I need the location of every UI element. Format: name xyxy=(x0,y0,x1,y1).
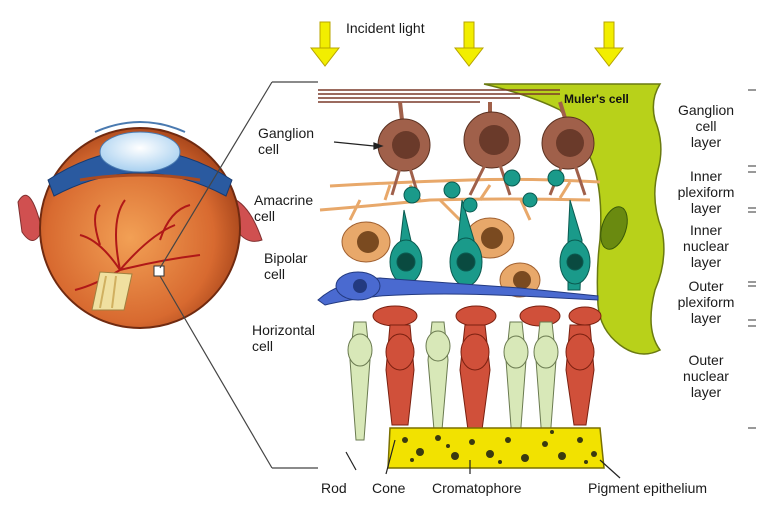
cone-label: Cone xyxy=(372,480,405,496)
pigment-epithelium xyxy=(388,428,604,468)
bipolar-cell-label: Bipolar cell xyxy=(264,250,308,282)
incident-light-label: Incident light xyxy=(346,20,425,36)
down-arrow-icon xyxy=(595,22,623,66)
cromatophore-label: Cromatophore xyxy=(432,480,522,496)
horizontal-cell-label: Horizontal cell xyxy=(252,322,315,354)
ganglion-cell-label: Ganglion cell xyxy=(258,125,314,157)
eye-cross-section-icon xyxy=(18,122,262,328)
rod-label: Rod xyxy=(321,480,347,496)
synapse-layer xyxy=(373,306,601,326)
layer-ticks xyxy=(748,90,756,428)
amacrine-cell-label: Amacrine cell xyxy=(254,192,313,224)
rod-cells xyxy=(348,322,558,440)
down-arrow-icon xyxy=(455,22,483,66)
pigment-epithelium-label: Pigment epithelium xyxy=(588,480,707,496)
down-arrow-icon xyxy=(311,22,339,66)
cone-cells xyxy=(386,325,594,430)
muller-cell-label: Muler's cell xyxy=(564,92,629,106)
